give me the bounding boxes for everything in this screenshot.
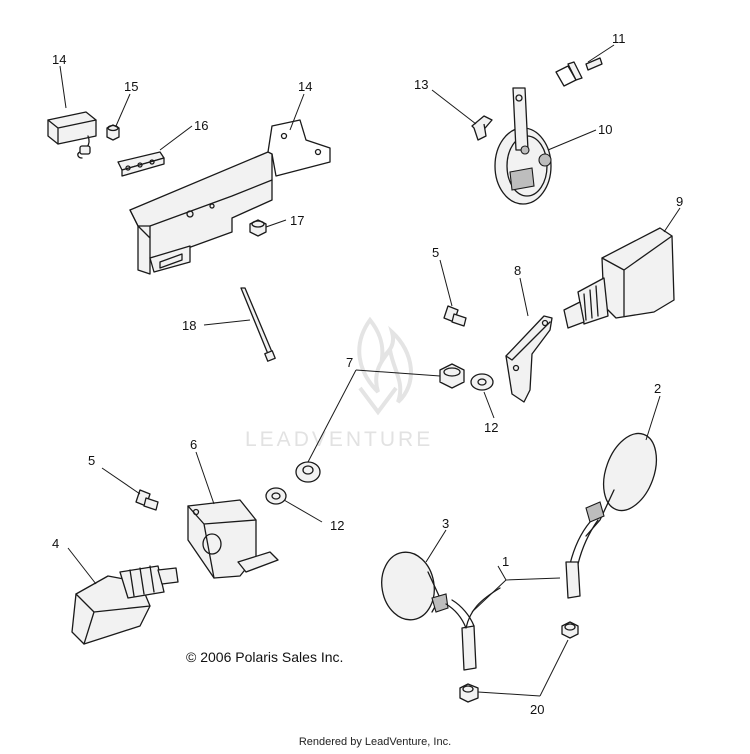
part-5-screw-upper: [443, 305, 467, 327]
part-9-turn-signal-right: [563, 227, 675, 329]
part-12-washer-upper: [470, 373, 494, 391]
callout-20: 20: [530, 702, 544, 717]
part-7-nut-upper: [439, 363, 465, 389]
flame-logo-icon: [357, 316, 413, 416]
part-17-plate: [117, 151, 165, 177]
callout-16: 15: [124, 79, 138, 94]
part-12-washer-lower: [265, 487, 287, 505]
part-2-mirror-right: [565, 432, 658, 599]
part-7-nut-lower: [295, 461, 321, 483]
callout-3: 3: [442, 516, 449, 531]
callout-12-lower: 12: [330, 518, 344, 533]
callout-1: 1: [502, 554, 509, 569]
leader-lines: [59, 44, 681, 697]
part-11-bolt: [555, 57, 603, 87]
part-18-flange-nut: [249, 219, 267, 237]
callout-labels: 14 15 16 14 17 18 11 13 10 9 5 8 7 12 2 …: [52, 31, 683, 717]
callout-9: 9: [676, 194, 683, 209]
callout-18: 17: [290, 213, 304, 228]
callout-4: 4: [52, 536, 59, 551]
callout-7: 7: [346, 355, 353, 370]
callout-2: 2: [654, 381, 661, 396]
watermark-text: LEADVENTURE: [245, 428, 433, 451]
callout-13: 13: [414, 77, 428, 92]
callout-5-lower: 5: [88, 453, 95, 468]
callout-12-upper: 12: [484, 420, 498, 435]
part-20-nut-upper: [561, 621, 579, 639]
part-19-cable-tie: [240, 287, 276, 362]
render-credit: Rendered by LeadVenture, Inc.: [298, 736, 452, 748]
part-6-bracket: [187, 499, 279, 579]
callout-15: 14: [52, 52, 66, 67]
part-4-turn-signal-left: [71, 565, 179, 645]
callout-6: 6: [190, 437, 197, 452]
part-3-mirror-left: [381, 551, 501, 671]
part-16-nut: [106, 124, 120, 141]
callout-11: 11: [612, 31, 626, 46]
callout-5-upper: 5: [432, 245, 439, 260]
callout-19: 18: [182, 318, 196, 333]
part-15-relay: [47, 111, 97, 159]
callout-8: 8: [514, 263, 521, 278]
part-13-clip: [471, 115, 493, 141]
callout-10: 10: [598, 122, 612, 137]
part-14-bracket: [129, 119, 331, 275]
callout-14: 14: [298, 79, 312, 94]
part-20-nut-lower: [459, 683, 479, 703]
callout-17: 16: [194, 118, 208, 133]
part-8-bracket: [505, 315, 553, 403]
part-10-horn: [494, 87, 552, 205]
copyright-notice: © 2006 Polaris Sales Inc.: [186, 649, 344, 665]
